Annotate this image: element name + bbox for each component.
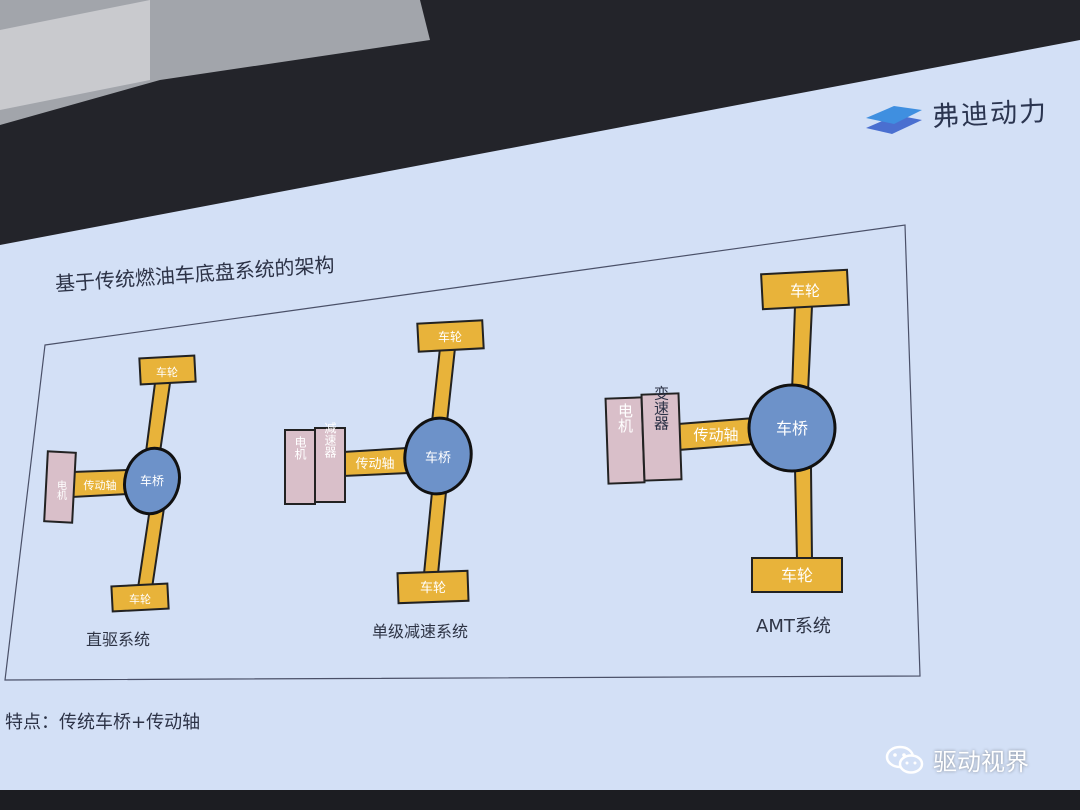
diagram-shape (0, 790, 1080, 810)
diagram-shape (760, 268, 850, 311)
motor (43, 450, 77, 524)
diagram-shape (396, 569, 470, 605)
diagram-shape (640, 392, 683, 482)
caption-single-reduction: 单级减速系统 (372, 622, 469, 641)
brand-logo-icon (866, 106, 922, 134)
diagram-shape (898, 753, 924, 774)
diagram-shape (913, 761, 917, 764)
diagram-label: 车桥 (776, 419, 808, 438)
drive-shaft-label: 传动轴 (84, 478, 117, 492)
diagram-label: 车轮 (781, 566, 813, 585)
diagram-label: 车轮 (438, 329, 462, 344)
diagram-label: 电机 (293, 436, 307, 460)
diagram-shape (905, 761, 909, 764)
diagram-direct-drive: 车轮 车轮 传动轴 车桥 电机 (43, 354, 197, 613)
diagram-label: 变速器 (652, 386, 670, 431)
wheel-top (138, 354, 197, 386)
diagram-shape (403, 416, 473, 496)
diagram-label: 传动轴 (693, 426, 738, 444)
wechat-icon (885, 745, 924, 774)
axle (123, 446, 181, 516)
diagram-label: 传动轴 (355, 457, 394, 472)
diagram-frame (4, 224, 921, 681)
diagram-amt: 车轮 车轮 传动轴 车桥 电机 变速器 (604, 268, 850, 593)
reducer (314, 427, 346, 503)
diagram-shape (866, 106, 922, 124)
diagram-label: 减速器 (323, 422, 337, 459)
watermark-text: 驱动视界 (933, 748, 1029, 776)
watermark: 驱动视界 (885, 742, 1029, 777)
diagram-shape (902, 752, 906, 757)
diagram-label: 车轮 (420, 580, 446, 596)
diagram-label: 电机 (616, 403, 634, 434)
diagram-label: 车轮 (790, 282, 820, 300)
slide-screen (0, 40, 1080, 790)
wheel-bottom (110, 582, 170, 613)
diagram-shape (793, 467, 814, 561)
brand-name: 弗迪动力 (931, 95, 1049, 134)
diagram-shape (790, 305, 814, 393)
axle-label: 车桥 (140, 473, 164, 488)
diagram-shape (747, 383, 837, 473)
diagram-shape (866, 115, 922, 134)
wheel-bottom-label: 车轮 (129, 592, 151, 606)
caption-amt: AMT系统 (756, 616, 831, 637)
diagram-shape (751, 557, 843, 593)
slide-footer: 特点：传统车桥+传动轴 (5, 712, 201, 733)
diagram-shape (893, 752, 897, 757)
diagram-single-reduction: 车轮 车轮 传动轴 车桥 电机 减速器 (284, 319, 485, 605)
diagram-label: 车桥 (425, 450, 451, 466)
motor-label: 电机 (55, 479, 67, 501)
caption-direct-drive: 直驱系统 (86, 630, 151, 649)
wheel-top-label: 车轮 (156, 365, 178, 379)
chandelier (0, 0, 150, 110)
diagram-shape (416, 319, 485, 353)
motor (284, 429, 316, 505)
